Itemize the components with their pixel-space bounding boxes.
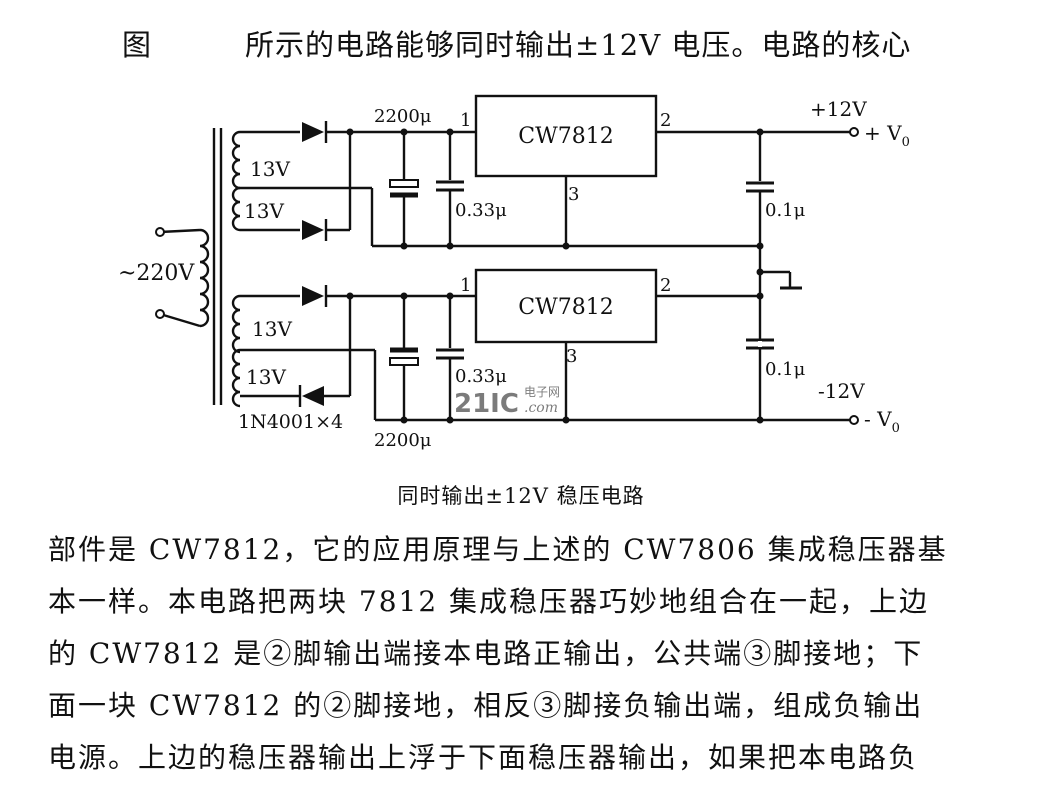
- watermark-cn: 电子网: [524, 385, 560, 399]
- secondary-winding-4: [231, 348, 241, 408]
- cap-033-top-label: 0.33μ: [455, 200, 507, 221]
- electrolytic-cap-top: [389, 132, 419, 246]
- regulator-top-label: CW7812: [518, 124, 613, 149]
- top-pin2-label: 2: [660, 110, 671, 131]
- top-text-line: 图 所示的电路能够同时输出±12V 电压。电路的核心: [0, 22, 1042, 62]
- cap-033-bottom: [436, 296, 464, 420]
- primary-winding: [199, 228, 210, 328]
- bottom-pin2-label: 2: [660, 275, 671, 296]
- cap-01-top: [746, 132, 774, 420]
- figure-caption: 同时输出±12V 稳压电路: [397, 484, 645, 508]
- figure-word: 图: [122, 28, 153, 62]
- watermark-logo: 21IC 电子网 .com: [454, 385, 560, 419]
- secondary-winding-2: [231, 186, 241, 232]
- junction-dot: [446, 242, 454, 250]
- intro-sentence: 所示的电路能够同时输出±12V 电压。电路的核心: [245, 28, 912, 62]
- top-pin1-label: 1: [460, 110, 471, 131]
- junction-dot: [756, 268, 764, 276]
- winding-label-1: 13V: [250, 157, 290, 181]
- paragraph-line-4: 面一块 CW7812 的②脚接地，相反③脚接负输出端，组成负输出: [48, 689, 924, 722]
- regulator-bottom-label: CW7812: [518, 295, 613, 320]
- mains-terminal-bottom: [155, 309, 165, 319]
- diode-2: [302, 219, 328, 241]
- minus-12v-label: -12V: [818, 379, 865, 403]
- cap-01-bottom-label: 0.1μ: [765, 359, 806, 380]
- junction-dot: [562, 416, 570, 424]
- plus-12v-label: +12V: [810, 97, 867, 121]
- watermark-main: 21IC: [454, 389, 519, 419]
- cap-2200-bottom-label: 2200μ: [374, 430, 432, 451]
- paragraph-line-3: 的 CW7812 是②脚输出端接本电路正输出，公共端③脚接地；下: [48, 637, 924, 670]
- junction-dot: [756, 292, 764, 300]
- junction-dot: [446, 128, 454, 136]
- junction-dot: [562, 242, 570, 250]
- junction-dot: [400, 292, 408, 300]
- junction-dot: [756, 242, 764, 250]
- paragraph-line-2: 本一样。本电路把两块 7812 集成稳压器巧妙地组合在一起，上边: [48, 585, 930, 618]
- diode-1: [302, 121, 328, 143]
- junction-dot: [756, 416, 764, 424]
- regulator-top: [474, 94, 658, 178]
- plus-vo-terminal: [849, 127, 859, 137]
- junction-dot: [446, 416, 454, 424]
- electrolytic-cap-bottom: [389, 296, 419, 420]
- minus-vo-terminal: [849, 415, 859, 425]
- winding-label-3: 13V: [252, 317, 292, 341]
- junction-dot: [400, 416, 408, 424]
- plus-vo-label: + V0: [864, 121, 910, 150]
- paragraph-line-5: 电源。上边的稳压器输出上浮于下面稳压器输出，如果把本电路负: [48, 741, 919, 774]
- bottom-pin1-label: 1: [460, 275, 471, 296]
- mains-terminal-top: [155, 227, 165, 237]
- secondary-winding-3: [231, 294, 241, 354]
- cap-033-top: [436, 132, 464, 246]
- cap-2200-top-label: 2200μ: [374, 106, 432, 127]
- diode-4: [298, 385, 324, 407]
- mains-wire-bottom: [159, 312, 201, 328]
- mains-label: ~220V: [118, 261, 195, 286]
- secondary-winding-1: [231, 130, 241, 190]
- cap-01-bottom: [746, 338, 774, 350]
- bottom-pin3-label: 3: [566, 346, 577, 367]
- cap-033-bottom-label: 0.33μ: [455, 366, 507, 387]
- diode-3: [302, 285, 328, 307]
- mains-wire-top: [159, 228, 201, 234]
- paragraph-line-1: 部件是 CW7812，它的应用原理与上述的 CW7806 集成稳压器基: [48, 533, 948, 566]
- winding-label-4: 13V: [246, 365, 286, 389]
- watermark-com: .com: [524, 400, 558, 416]
- winding-label-2: 13V: [244, 199, 284, 223]
- circuit-diagram: ~220V 13V 13V 13V 13V 1N4001×4 2200μ: [118, 94, 910, 451]
- regulator-bottom: [474, 268, 658, 344]
- diode-label: 1N4001×4: [238, 411, 343, 433]
- minus-vo-label: - V0: [864, 407, 900, 436]
- junction-dot: [446, 292, 454, 300]
- top-pin3-label: 3: [568, 184, 579, 205]
- junction-dot: [400, 242, 408, 250]
- junction-dot: [400, 128, 408, 136]
- cap-01-top-label: 0.1μ: [765, 200, 806, 221]
